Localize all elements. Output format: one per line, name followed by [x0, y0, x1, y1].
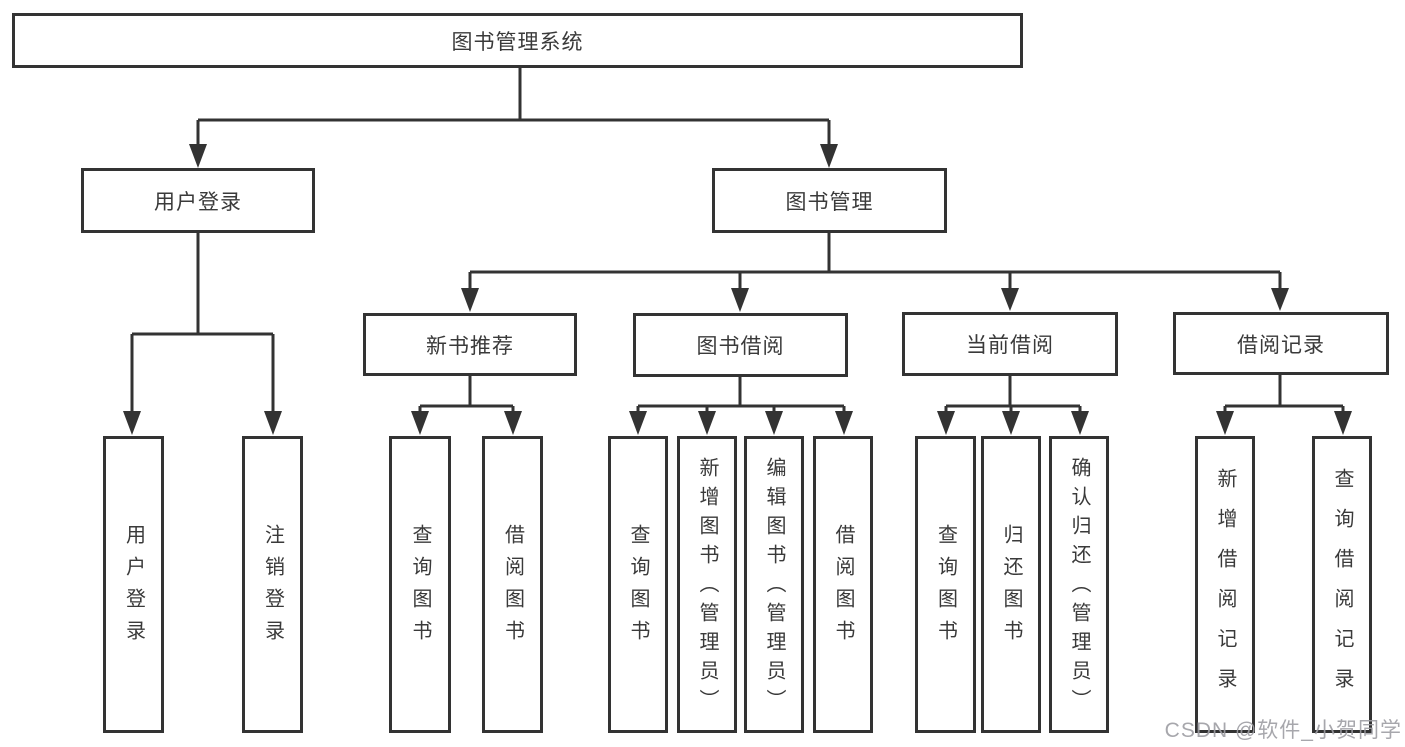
- leaf-query-books-borrow: 查询图书: [608, 436, 668, 733]
- arrowhead-leaf-bb1: [698, 411, 716, 435]
- leaf-borrow-books: 借阅图书: [813, 436, 873, 733]
- node-user-login: 用户登录: [81, 168, 315, 233]
- arrowhead-sec-current: [1001, 288, 1019, 311]
- arrowhead-leaf-bb0: [629, 411, 647, 435]
- node-borrowing-records: 借阅记录: [1173, 312, 1389, 375]
- arrowhead-leaf-bb2: [765, 411, 783, 435]
- node-book-management: 图书管理: [712, 168, 947, 233]
- leaf-query-books-current: 查询图书: [915, 436, 976, 733]
- arrowhead-book-mgmt: [820, 144, 838, 168]
- arrowhead-sec-records: [1271, 288, 1289, 311]
- node-book-borrowing: 图书借阅: [633, 313, 848, 377]
- node-current-borrowing: 当前借阅: [902, 312, 1118, 376]
- arrowhead-sec-newbook: [461, 288, 479, 312]
- leaf-query-borrow-record: 查询借阅记录: [1312, 436, 1372, 733]
- arrowhead-leaf-nb0: [411, 411, 429, 435]
- leaf-user-login: 用户登录: [103, 436, 164, 733]
- leaf-borrow-books-recommend: 借阅图书: [482, 436, 543, 733]
- connector-current-to-leaves: [944, 376, 1082, 414]
- connector-borrow-to-leaves: [636, 377, 846, 414]
- arrowhead-leaf-cb1: [1002, 411, 1020, 435]
- leaf-confirm-return-admin: 确认归还（管理员）: [1049, 436, 1109, 733]
- arrowhead-leaf-br0: [1216, 411, 1234, 435]
- leaf-add-books-admin: 新增图书（管理员）: [677, 436, 737, 733]
- arrowhead-leaf-cb0: [937, 411, 955, 435]
- arrowhead-leaf-nb1: [504, 411, 522, 435]
- leaf-logout: 注销登录: [242, 436, 303, 733]
- connector-login-to-leaves: [130, 233, 275, 414]
- node-new-book-recommend: 新书推荐: [363, 313, 577, 376]
- arrowhead-leaf-cb2: [1071, 411, 1089, 435]
- arrowhead-leaf-logout: [264, 411, 282, 435]
- leaf-return-books: 归还图书: [981, 436, 1041, 733]
- leaf-query-books-recommend: 查询图书: [389, 436, 451, 733]
- node-root-system: 图书管理系统: [12, 13, 1023, 68]
- leaf-add-borrow-record: 新增借阅记录: [1195, 436, 1255, 733]
- leaf-edit-books-admin: 编辑图书（管理员）: [744, 436, 804, 733]
- connector-lines: [130, 66, 1345, 414]
- connector-root-to-level2: [196, 66, 831, 146]
- csdn-watermark: CSDN @软件_小贺同学: [1164, 719, 1402, 742]
- arrowhead-leaf-bb3: [835, 411, 853, 435]
- arrowheads: [123, 144, 1352, 435]
- connector-records-to-leaves: [1223, 375, 1345, 414]
- arrowhead-sec-bookborrow: [731, 288, 749, 312]
- connector-newbook-to-leaves: [418, 376, 515, 414]
- arrowhead-leaf-login: [123, 411, 141, 435]
- connector-mgmt-to-sections: [468, 233, 1282, 292]
- arrowhead-user-login: [189, 144, 207, 168]
- arrowhead-leaf-br1: [1334, 411, 1352, 435]
